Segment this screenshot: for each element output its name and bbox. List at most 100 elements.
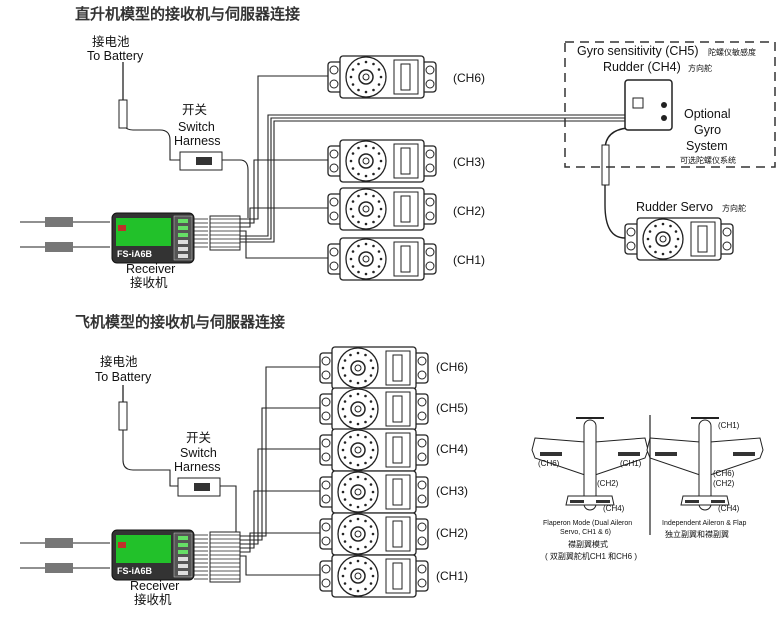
flaperon-ch4: (CH4) bbox=[603, 504, 625, 513]
horn-hole bbox=[364, 379, 367, 383]
horn-hole bbox=[349, 379, 352, 383]
horn-screw bbox=[362, 157, 370, 165]
antenna-sleeve bbox=[45, 217, 73, 227]
servo bbox=[327, 187, 437, 231]
mount-hole bbox=[321, 536, 331, 546]
servo bbox=[319, 428, 429, 472]
heli-receiver-en: Receiver bbox=[126, 262, 175, 276]
mount-hole bbox=[329, 65, 339, 75]
servo-label-plate bbox=[392, 436, 403, 464]
horn-hole bbox=[371, 407, 375, 411]
wire bbox=[122, 430, 178, 487]
plane-battery-cn: 接电池 bbox=[100, 354, 138, 369]
horn-hole bbox=[343, 456, 347, 459]
plane-switch-en1: Switch bbox=[180, 446, 217, 460]
horn-hole bbox=[343, 567, 347, 570]
port-pin bbox=[178, 233, 188, 237]
horn-hole bbox=[351, 152, 355, 155]
horn-hole bbox=[343, 359, 347, 362]
servo bbox=[319, 470, 429, 514]
mount-hole bbox=[321, 564, 331, 574]
horn-hole bbox=[377, 215, 381, 218]
port-pin bbox=[178, 536, 188, 540]
mount-hole bbox=[417, 522, 427, 532]
receiver: FS-iA6B bbox=[111, 529, 195, 581]
horn-hole bbox=[349, 519, 352, 523]
horn-hole bbox=[357, 194, 360, 198]
horn-hole bbox=[349, 257, 353, 261]
horn-hole bbox=[364, 394, 367, 398]
horn-hole bbox=[341, 366, 345, 370]
servo bbox=[319, 512, 429, 556]
mount-hole bbox=[425, 149, 435, 159]
horn-hole bbox=[674, 245, 678, 248]
servo bbox=[319, 346, 429, 390]
wire bbox=[240, 120, 626, 243]
horn-hole bbox=[357, 146, 360, 150]
battery-connector bbox=[118, 401, 128, 431]
mount-hole bbox=[425, 79, 435, 89]
plane-title: 飞机模型的接收机与伺服器连接 bbox=[75, 313, 285, 331]
horn-hole bbox=[364, 242, 368, 246]
horn-hole bbox=[357, 172, 360, 176]
horn-hole bbox=[349, 461, 352, 465]
wire bbox=[240, 532, 320, 553]
horn-hole bbox=[349, 435, 352, 439]
mount-hole bbox=[417, 397, 427, 407]
mount-hole bbox=[417, 578, 427, 588]
horn-hole bbox=[341, 490, 345, 494]
horn-hole bbox=[351, 265, 355, 268]
battery-connector bbox=[118, 99, 128, 129]
mount-hole bbox=[321, 370, 331, 380]
gyro-socket bbox=[632, 97, 644, 109]
plane-ch-label: (CH4) bbox=[436, 442, 468, 456]
gyro-optional-cn: 可选陀螺仪系统 bbox=[680, 155, 736, 165]
wire bbox=[240, 366, 320, 537]
flaperon-caption: Flaperon Mode (Dual Aileron bbox=[543, 520, 632, 527]
horn-hole bbox=[364, 545, 367, 549]
mount-hole bbox=[417, 452, 427, 462]
horn-hole bbox=[371, 366, 375, 370]
heli-receiver-cn: 接收机 bbox=[130, 275, 168, 290]
horn-hole bbox=[356, 505, 360, 509]
mount-hole bbox=[329, 149, 339, 159]
horn-hole bbox=[669, 224, 672, 228]
horn-hole bbox=[343, 374, 347, 377]
horn-hole bbox=[364, 435, 367, 439]
gyro-rudder-cn: 方向舵 bbox=[688, 63, 712, 73]
mount-hole bbox=[329, 247, 339, 257]
horn-hole bbox=[379, 159, 383, 163]
receiver-model: FS-iA6B bbox=[117, 249, 153, 259]
horn-hole bbox=[349, 477, 352, 481]
mount-hole bbox=[329, 211, 339, 221]
extension-connector bbox=[601, 144, 610, 186]
horn-hole bbox=[356, 392, 360, 396]
mount-hole bbox=[425, 211, 435, 221]
wire bbox=[240, 207, 328, 228]
horn-hole bbox=[356, 547, 360, 551]
plane-receiver-en: Receiver bbox=[130, 579, 179, 593]
mount-hole bbox=[417, 370, 427, 380]
plane-ch-label: (CH6) bbox=[436, 360, 468, 374]
horn-hole bbox=[364, 587, 367, 591]
mount-hole bbox=[321, 411, 331, 421]
gyro-rudder-label: Rudder (CH4) bbox=[603, 60, 681, 74]
horn-hole bbox=[343, 525, 347, 528]
plane-fuselage bbox=[698, 419, 712, 511]
horn-hole bbox=[349, 561, 352, 565]
servo bbox=[319, 387, 429, 431]
horn-hole bbox=[349, 207, 353, 211]
port-pin bbox=[178, 543, 188, 547]
port-pin bbox=[178, 247, 188, 251]
horn-hole bbox=[356, 559, 360, 563]
heli-ch-label: (CH2) bbox=[453, 204, 485, 218]
plane-ch-label: (CH5) bbox=[436, 401, 468, 415]
horn-screw bbox=[354, 446, 362, 454]
horn-hole bbox=[661, 222, 665, 226]
horn-hole bbox=[371, 448, 375, 452]
mount-hole bbox=[417, 494, 427, 504]
horn-hole bbox=[357, 244, 360, 248]
plane-ch-label: (CH1) bbox=[436, 569, 468, 583]
heli-ch-label: (CH3) bbox=[453, 155, 485, 169]
horn-hole bbox=[372, 194, 375, 198]
